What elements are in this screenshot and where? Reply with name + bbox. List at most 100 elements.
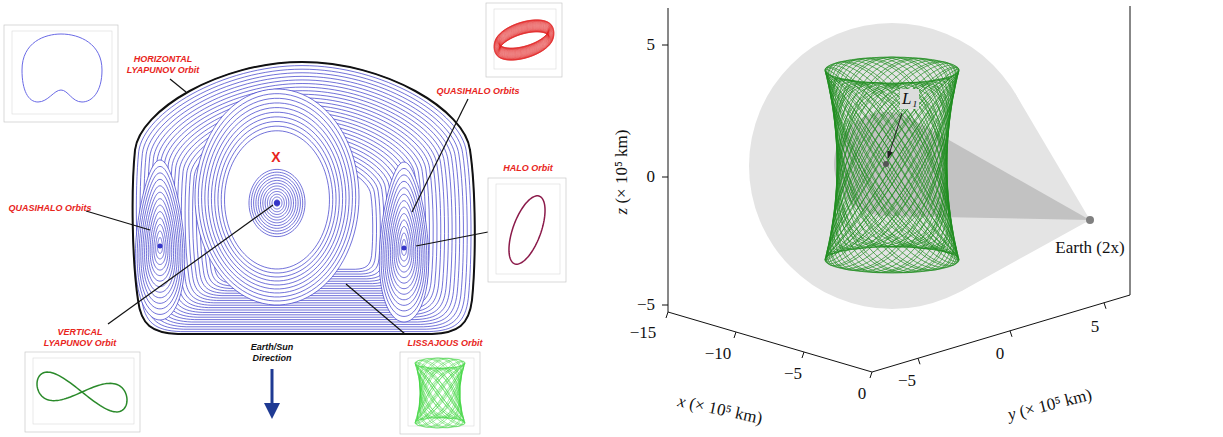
label-holder: HALO Orbit [503,163,553,174]
quasihalo-curve [145,192,176,292]
vertical-lyapunov-curve [270,194,285,212]
quasihalo-curve [402,239,407,255]
axis-tick [662,305,668,306]
lissajous-curve [208,108,346,289]
label-holder: LISSAJOUS Orbit [407,338,482,349]
tick-label: 5 [1091,317,1100,337]
direction-arrow-head [264,403,280,419]
island-ground [135,160,184,320]
leader-line [86,211,150,230]
vertical-lyapunov-curve [263,186,291,220]
label-holder: L₁ [900,89,919,109]
quasihalo-curve [146,199,173,287]
label-holder: QUASIHALO Orbits [436,86,519,97]
label-holder: −10 [705,344,732,364]
quasihalo-curve [139,173,181,309]
quasihalo-curve [135,160,184,320]
horizontal-lyapunov-orbit [22,34,102,102]
label-holder: z (× 10⁵ km) [612,130,632,215]
axis-title: x (× 10⁵ km) [676,391,764,428]
inset-plot [400,352,480,434]
quasihalo-curve [398,227,410,267]
axis-tick [802,352,804,358]
label-holder: 5 [647,35,656,55]
quasihalo-curve [158,237,163,253]
vertical-lyapunov-orbit [37,372,127,412]
lissajous-curve [195,89,359,305]
point-marker: X [271,149,280,165]
inset-plot [486,3,562,77]
lissajous-curve [211,112,342,285]
tick-label: 0 [647,167,656,187]
tick-label: 0 [996,344,1005,364]
vertical-lyapunov-curve [258,180,296,225]
lyapunov-curve [148,76,460,324]
center-ground [195,89,359,305]
leader-line [416,232,488,246]
tick-label: −10 [705,344,732,364]
lissajous-orbit-3d [825,57,959,273]
label-holder: VERTICAL LYAPUNOV Orbit [38,327,123,349]
tick-label: −5 [898,371,916,391]
poincare-section [133,62,475,334]
quasihalo-curve [381,168,427,316]
lissajous-curve [218,122,336,277]
quasihalo-curve [383,175,425,311]
label-holder: HORIZONTAL LYAPUNOV Orbit [121,54,206,76]
leader-line [346,284,405,334]
inset-axes [494,9,556,69]
island-ground [379,162,428,322]
axis-title: z (× 10⁵ km) [612,130,632,215]
orbit-label: HORIZONTAL LYAPUNOV Orbit [121,54,206,76]
axis-title: y (× 10⁵ km) [1006,385,1094,425]
label-holder: −15 [630,323,657,343]
axis-tick [662,45,668,46]
label-holder: X [271,149,280,165]
label-holder: 0 [647,167,656,187]
quasihalo-curve [148,205,171,281]
orbit-label: QUASIHALO Orbits [8,203,91,214]
quasihalo-curve [152,218,168,270]
vertical-lyapunov-curve [267,191,286,214]
quasihalo-orbit [500,25,554,53]
l1-point [883,161,889,167]
axis-tick [1010,331,1012,337]
label-holder: −5 [898,371,916,391]
lissajous-orbit [415,358,465,428]
quasihalo-curve [389,194,420,294]
lyapunov-curve [140,69,467,329]
lissajous-curve [205,103,349,293]
orbit-label: VERTICAL LYAPUNOV Orbit [38,327,123,349]
quasihalo-orbit [500,23,554,51]
label-holder: QUASIHALO Orbits [8,203,91,214]
lyapunov-curve [133,62,475,334]
lissajous-curve [198,94,355,301]
lyapunov-curve [136,66,471,332]
quasihalo-curve [154,225,166,265]
vertical-lyapunov-curve [265,189,289,218]
axis-tick [870,372,872,378]
center-gap [229,136,325,264]
point-label: Earth (2x) [1055,238,1124,258]
lissajous-curve [215,117,340,281]
vertical-lyapunov-curve [251,172,302,234]
label-holder: x (× 10⁵ km) [676,391,764,428]
earth-point [1086,216,1094,224]
lissajous-curve [202,98,353,297]
boundary-curve [133,62,475,334]
lissajous-curve [221,126,333,273]
axis-tick [918,358,920,364]
orbit-label: HALO Orbit [503,163,553,174]
direction-label: Earth/Sun Direction [242,342,302,364]
label-holder: Earth (2x) [1055,238,1124,258]
quasihalo-orbit [500,24,554,52]
quasihalo-curve [400,233,409,261]
label-holder: −5 [784,364,802,384]
label-holder: 0 [996,344,1005,364]
leader-line [108,205,273,324]
quasihalo-curve [390,201,417,289]
point-label: L₁ [900,89,919,109]
axis-tick [1104,303,1106,309]
